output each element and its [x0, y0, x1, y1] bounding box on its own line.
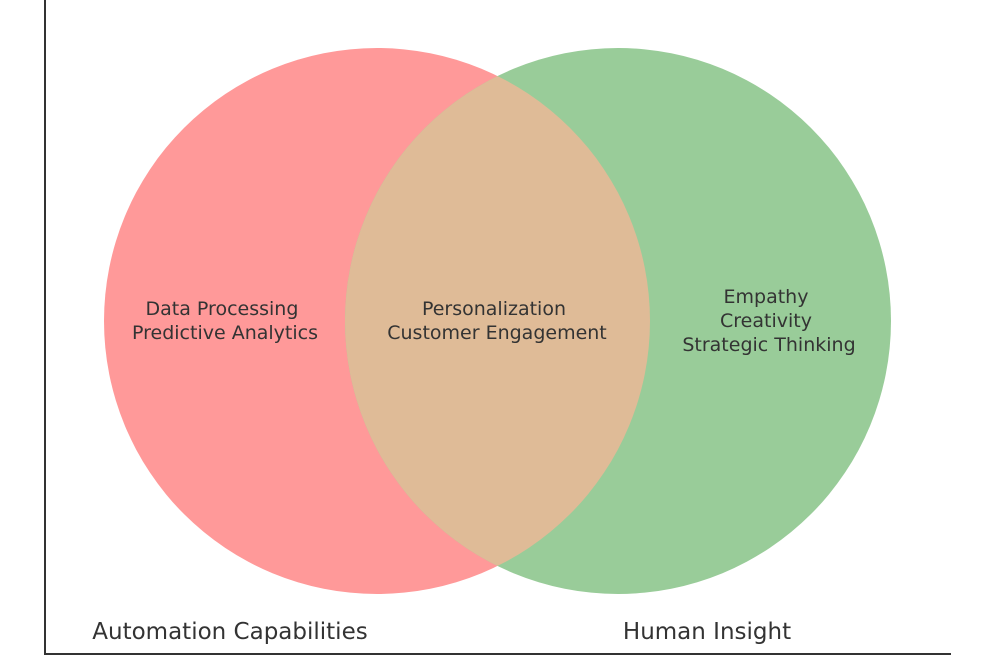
human-insight-set-label: Human Insight — [623, 619, 791, 645]
human-item-2: Creativity — [720, 310, 812, 332]
intersection-label: Personalization Customer Engagement — [387, 298, 607, 344]
overlap-region — [345, 48, 650, 594]
human-item-1: Empathy — [724, 286, 809, 308]
human-item-3: Strategic Thinking — [682, 334, 855, 356]
human-only-label: Empathy Creativity Strategic Thinking — [682, 286, 855, 356]
intersection-item-1: Personalization — [422, 298, 566, 320]
automation-item-2: Predictive Analytics — [132, 322, 318, 344]
automation-capabilities-set-label: Automation Capabilities — [92, 619, 367, 645]
automation-only-label: Data Processing Predictive Analytics — [132, 298, 318, 344]
intersection-item-2: Customer Engagement — [387, 322, 607, 344]
automation-item-1: Data Processing — [146, 298, 299, 320]
